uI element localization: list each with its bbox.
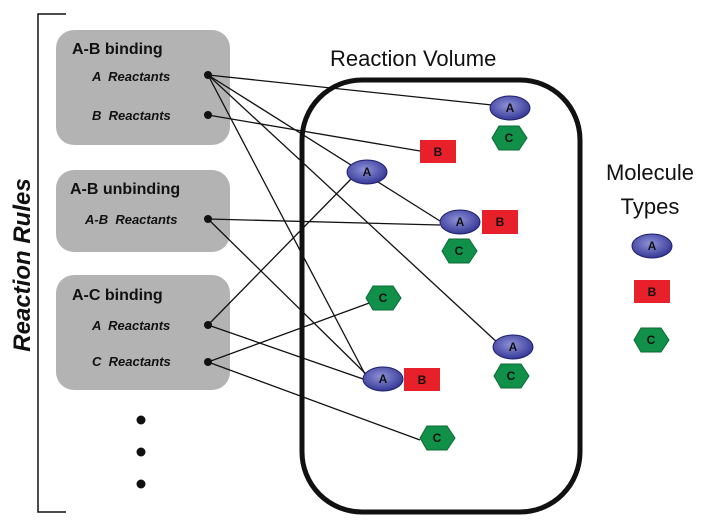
rule-reactant-b: B Reactants [92, 108, 171, 123]
molecule-a: A [362, 366, 404, 392]
rule-title-ab-binding: A-B binding [72, 41, 163, 58]
svg-text:C: C [455, 244, 464, 258]
svg-text:B: B [648, 285, 657, 299]
rule-box-ac-binding[interactable] [56, 275, 230, 390]
svg-text:A: A [506, 101, 515, 115]
rule-reactant-a: A Reactants [91, 318, 170, 333]
connection-dots [204, 71, 212, 366]
svg-text:B: B [496, 215, 505, 229]
svg-text:C: C [647, 333, 656, 347]
rule-box-ab-unbinding[interactable] [56, 170, 230, 252]
molecule-types-label: Types [621, 194, 680, 219]
rule-title-ac-binding: A-C binding [72, 287, 163, 304]
rule-reactant-ab: A-B Reactants [84, 212, 177, 227]
molecule-a: A [439, 209, 481, 235]
molecule-c: C [441, 238, 478, 264]
molecule-c: C [365, 285, 402, 311]
connection-lines [207, 74, 501, 441]
svg-text:A: A [379, 372, 388, 386]
molecule-c: C [419, 425, 456, 451]
legend-molecule-a: A [631, 233, 673, 259]
svg-text:C: C [507, 369, 516, 383]
more-rules-ellipsis [136, 415, 146, 489]
molecule-a: A [492, 334, 534, 360]
molecule-a: A [346, 159, 388, 185]
rule-reactant-c: C Reactants [92, 354, 171, 369]
svg-text:C: C [433, 431, 442, 445]
molecule-b: B [420, 140, 456, 163]
legend-molecule-c: C [633, 327, 670, 353]
svg-text:A: A [509, 340, 518, 354]
rule-box-ab-binding[interactable] [56, 30, 230, 145]
molecule-a: A [489, 95, 531, 121]
reaction-rules-label: Reaction Rules [9, 178, 36, 351]
reaction-volume-label: Reaction Volume [330, 46, 496, 71]
svg-text:A: A [363, 165, 372, 179]
svg-text:C: C [379, 291, 388, 305]
rule-reactant-a: A Reactants [91, 69, 170, 84]
svg-text:B: B [434, 145, 443, 159]
svg-text:A: A [456, 215, 465, 229]
reaction-volume [299, 77, 583, 515]
svg-text:C: C [505, 131, 514, 145]
molecule-c: C [491, 125, 528, 151]
rules-bracket [37, 13, 66, 513]
svg-text:B: B [418, 373, 427, 387]
molecule-c: C [493, 363, 530, 389]
rule-title-ab-unbinding: A-B unbinding [70, 181, 180, 198]
molecule-b: B [482, 210, 518, 234]
molecule-types-label: Molecule [606, 160, 694, 185]
molecule-b: B [404, 368, 440, 391]
legend-molecule-b: B [634, 280, 670, 303]
svg-text:A: A [648, 239, 657, 253]
